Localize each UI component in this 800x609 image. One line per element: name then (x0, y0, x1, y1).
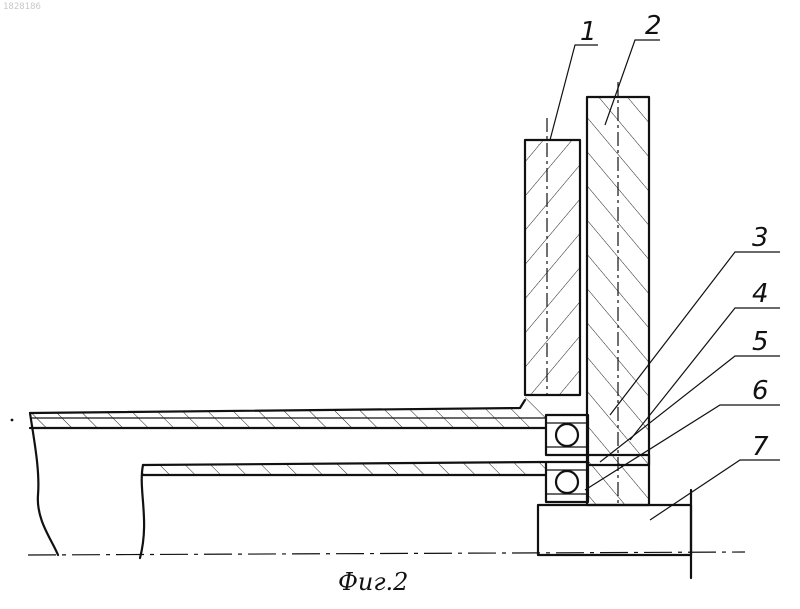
label-part-3: 3 (752, 223, 769, 253)
part-1-plate (525, 118, 580, 395)
document-number: 1828186 (3, 2, 41, 12)
label-part-1: 1 (580, 17, 597, 47)
lower-bearing (546, 462, 588, 502)
figure-caption: Фиг.2 (338, 568, 408, 596)
label-part-5: 5 (752, 327, 769, 357)
stray-mark (11, 419, 14, 422)
label-part-6: 6 (752, 376, 769, 406)
label-part-7: 7 (752, 432, 769, 462)
label-part-4: 4 (752, 279, 769, 309)
lower-shaft (140, 462, 545, 558)
leader-lines (550, 40, 780, 520)
label-part-2: 2 (645, 11, 662, 41)
upper-bearing (546, 415, 588, 455)
part-2-plate (587, 82, 649, 505)
